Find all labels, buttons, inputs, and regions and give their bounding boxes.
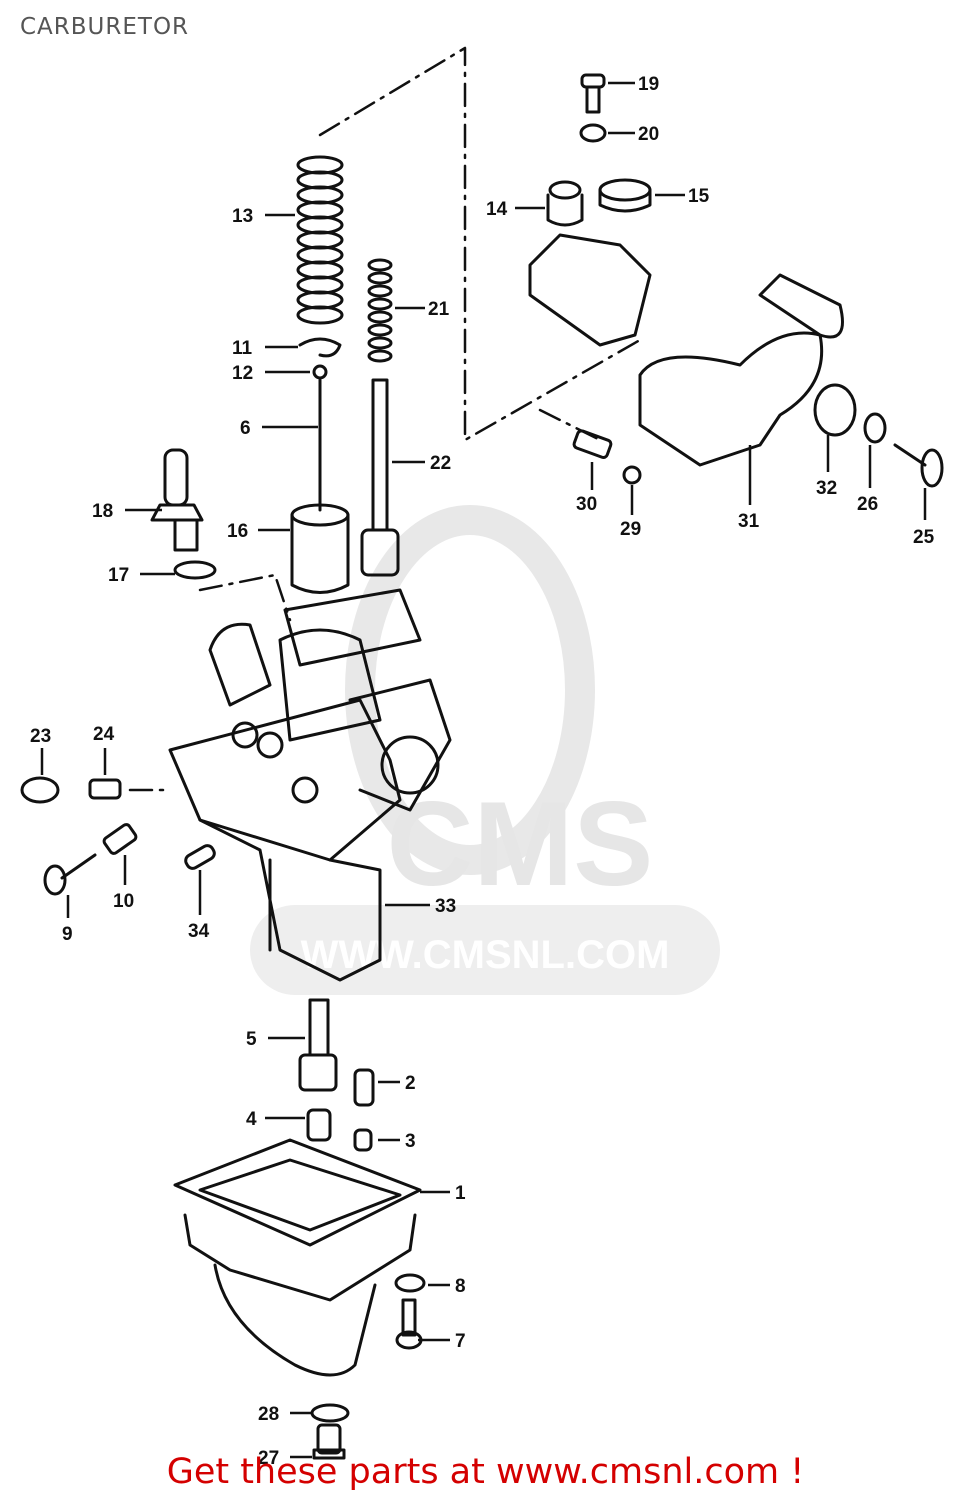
part-4-main-jet[interactable] (306, 1108, 332, 1142)
label-2: 2 (405, 1073, 416, 1094)
label-18: 18 (92, 501, 113, 522)
part-22-starter-plunger[interactable] (360, 378, 400, 577)
label-16: 16 (227, 521, 248, 542)
part-34-pin[interactable] (184, 843, 217, 870)
watermark-logo: CMS WWW.CMSNL.COM (250, 505, 720, 995)
part-1-float-chamber[interactable] (173, 1138, 422, 1377)
part-32-washer[interactable] (813, 383, 857, 437)
label-8: 8 (455, 1276, 466, 1297)
label-24: 24 (93, 724, 115, 745)
part-5-main-jet-holder[interactable] (298, 998, 338, 1092)
part-number-labels: 19 20 14 15 13 21 11 12 6 22 18 16 17 30… (30, 74, 935, 1469)
part-23-screw[interactable] (20, 776, 60, 804)
label-1: 1 (455, 1183, 466, 1204)
label-7: 7 (455, 1331, 466, 1352)
part-25-screw[interactable] (893, 443, 944, 488)
watermark-brand: CMS (387, 777, 654, 911)
watermark-mascot (345, 505, 595, 875)
assembly-guide-lines (128, 46, 642, 792)
part-28-gasket[interactable] (310, 1403, 350, 1423)
part-20-nut[interactable] (579, 123, 607, 143)
label-34: 34 (188, 921, 210, 942)
label-25: 25 (913, 527, 935, 548)
part-12-ring[interactable] (312, 364, 328, 380)
label-28: 28 (258, 1404, 279, 1425)
part-14-cap[interactable] (546, 180, 584, 227)
label-30: 30 (576, 494, 597, 515)
part-16-throttle-valve[interactable] (290, 503, 350, 594)
label-13: 13 (232, 206, 253, 227)
part-7-screw[interactable] (395, 1298, 423, 1350)
parts-shop-link[interactable]: Get these parts at www.cmsnl.com ! (166, 1452, 805, 1492)
label-9: 9 (62, 924, 73, 945)
label-14: 14 (486, 199, 508, 220)
label-12: 12 (232, 363, 253, 384)
label-6: 6 (240, 418, 251, 439)
part-29-ball[interactable] (622, 465, 642, 485)
label-33: 33 (435, 896, 456, 917)
part-26-lock-washer[interactable] (863, 412, 887, 444)
label-26: 26 (857, 494, 878, 515)
part-13-throttle-spring[interactable] (296, 155, 344, 325)
label-31: 31 (738, 511, 760, 532)
label-27: 27 (258, 1448, 279, 1469)
label-5: 5 (246, 1029, 257, 1050)
part-31-choke-lever[interactable] (638, 273, 844, 467)
label-32: 32 (816, 478, 837, 499)
watermark-banner (250, 905, 720, 995)
part-15-cap[interactable] (598, 178, 652, 213)
label-20: 20 (638, 124, 659, 145)
label-19: 19 (638, 74, 659, 95)
label-11: 11 (232, 338, 253, 359)
part-3-jet[interactable] (353, 1128, 373, 1152)
part-9-screw[interactable] (43, 853, 97, 896)
part-24-spring[interactable] (88, 778, 122, 800)
part-19-screw[interactable] (580, 73, 606, 114)
leader-lines (40, 81, 927, 1459)
part-30-spring[interactable] (572, 429, 613, 459)
part-21-starter-spring[interactable] (367, 258, 393, 363)
part-17-washer[interactable] (173, 560, 217, 580)
label-23: 23 (30, 726, 51, 747)
part-8-gasket[interactable] (394, 1273, 426, 1293)
label-17: 17 (108, 565, 129, 586)
label-10: 10 (113, 891, 134, 912)
part-33-carburetor-body[interactable] (168, 622, 452, 982)
label-29: 29 (620, 519, 641, 540)
part-2-pilot-jet[interactable] (353, 1068, 375, 1107)
label-22: 22 (430, 453, 451, 474)
part-11-needle-clip[interactable] (298, 337, 342, 358)
part-27-drain-plug[interactable] (312, 1423, 346, 1460)
label-21: 21 (428, 299, 450, 320)
part-18-cable-adjuster[interactable] (150, 448, 204, 552)
part-10-spring[interactable] (102, 823, 138, 855)
label-4: 4 (246, 1109, 257, 1130)
label-15: 15 (688, 186, 710, 207)
carburetor-top-gasket (283, 588, 422, 667)
carburetor-top-cap (528, 233, 652, 347)
page-title: CARBURETOR (20, 14, 190, 40)
label-3: 3 (405, 1131, 416, 1152)
